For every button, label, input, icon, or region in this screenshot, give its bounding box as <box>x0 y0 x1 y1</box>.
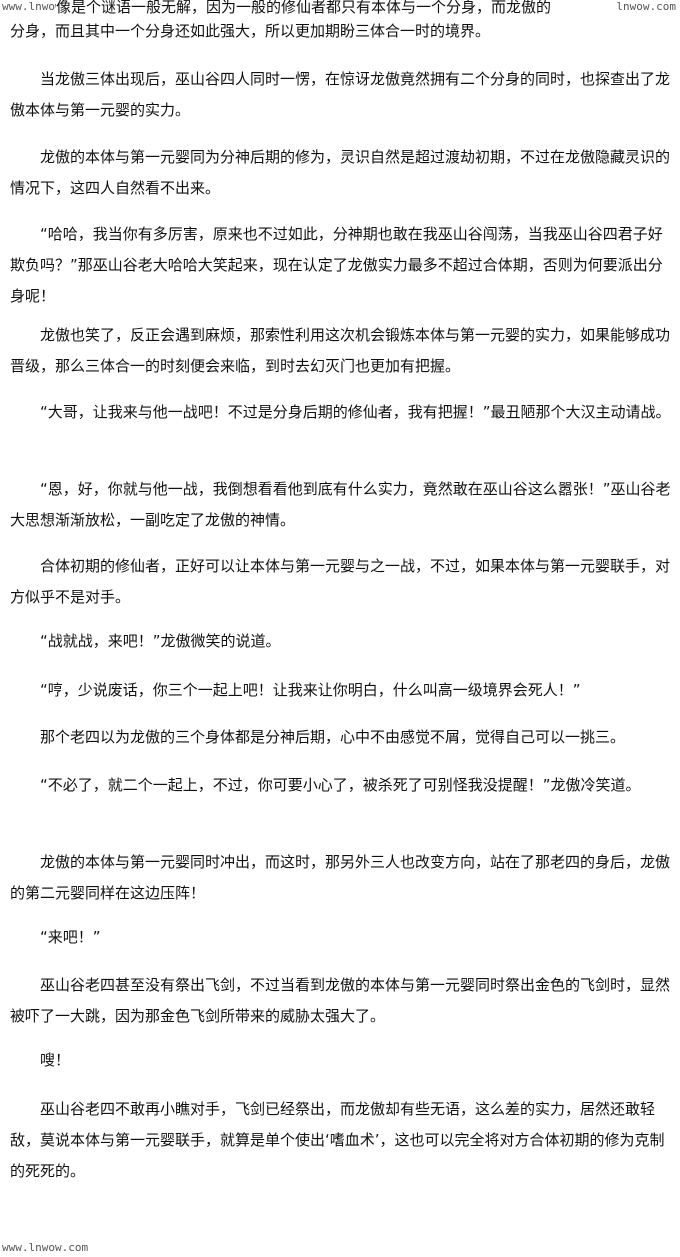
paragraph-16: 嗖！ <box>10 1051 71 1069</box>
paragraph-14: “来吧！” <box>10 928 101 946</box>
paragraph-11: 那个老四以为龙傲的三个身体都是分神后期，心中不由感觉不屑，觉得自己可以一挑三。 <box>10 728 626 746</box>
paragraph-5: 龙傲也笑了，反正会遇到麻烦，那索性利用这次机会锻炼本体与第一元婴的实力，如果能够… <box>10 326 671 375</box>
paragraph-8: 合体初期的修仙者，正好可以让本体与第一元婴与之一战，不过，如果本体与第一元婴联手… <box>10 557 671 606</box>
paragraph-0: 像是个谜语一般无解，因为一般的修仙者都只有本体与一个分身，而龙傲的 <box>56 0 616 23</box>
paragraph-4: “哈哈，我当你有多厉害，原来也不过如此，分神期也敢在我巫山谷闯荡，当我巫山谷四君… <box>10 225 663 305</box>
paragraph-13: 龙傲的本体与第一元婴同时冲出，而这时，那另外三人也改变方向，站在了那老四的身后，… <box>10 853 671 902</box>
watermark-bottom-left: www.lnwow.com <box>2 1241 89 1254</box>
paragraph-6: “大哥，让我来与他一战吧！不过是分身后期的修仙者，我有把握！”最丑陋那个大汉主动… <box>10 403 671 421</box>
paragraph-3: 龙傲的本体与第一元婴同为分神后期的修为，灵识自然是超过渡劫初期，不过在龙傲隐藏灵… <box>10 148 671 197</box>
paragraph-17: 巫山谷老四不敢再小瞧对手，飞剑已经祭出，而龙傲却有些无语，这么差的实力，居然还敢… <box>10 1100 665 1180</box>
paragraph-2: 当龙傲三体出现后，巫山谷四人同时一愣，在惊讶龙傲竟然拥有二个分身的同时，也探查出… <box>10 70 671 119</box>
paragraph-12: “不必了，就二个一起上，不过，你可要小心了，被杀死了可别怪我没提醒！”龙傲冷笑道… <box>10 776 641 794</box>
paragraph-15: 巫山谷老四甚至没有祭出飞剑，不过当看到龙傲的本体与第一元婴同时祭出金色的飞剑时，… <box>10 976 671 1025</box>
paragraph-9: “战就战，来吧！”龙傲微笑的说道。 <box>10 632 281 650</box>
paragraph-10: “哼，少说废话，你三个一起上吧！让我来让你明白，什么叫高一级境界会死人！” <box>10 681 581 699</box>
paragraph-7: “恩，好，你就与他一战，我倒想看看他到底有什么实力，竟然敢在巫山谷这么嚣张！”巫… <box>10 480 671 529</box>
paragraph-1: 分身，而且其中一个分身还如此强大，所以更加期盼三体合一时的境界。 <box>10 22 491 40</box>
